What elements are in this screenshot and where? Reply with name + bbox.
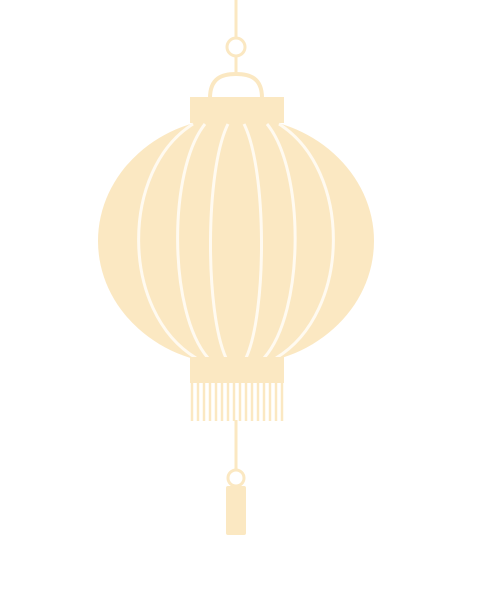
rib — [275, 122, 335, 360]
bottom-cap — [190, 357, 284, 383]
rib — [176, 123, 210, 359]
bottom-ring — [226, 468, 246, 488]
tassel — [226, 486, 246, 535]
rib — [262, 123, 297, 359]
lantern-body — [98, 117, 374, 365]
hanging-ring — [225, 36, 247, 58]
rib — [242, 123, 263, 359]
top-handle — [208, 71, 264, 99]
rib — [209, 123, 230, 359]
rib — [137, 122, 197, 360]
top-cap — [190, 97, 284, 123]
fringe — [190, 383, 284, 421]
ribs — [137, 122, 335, 360]
